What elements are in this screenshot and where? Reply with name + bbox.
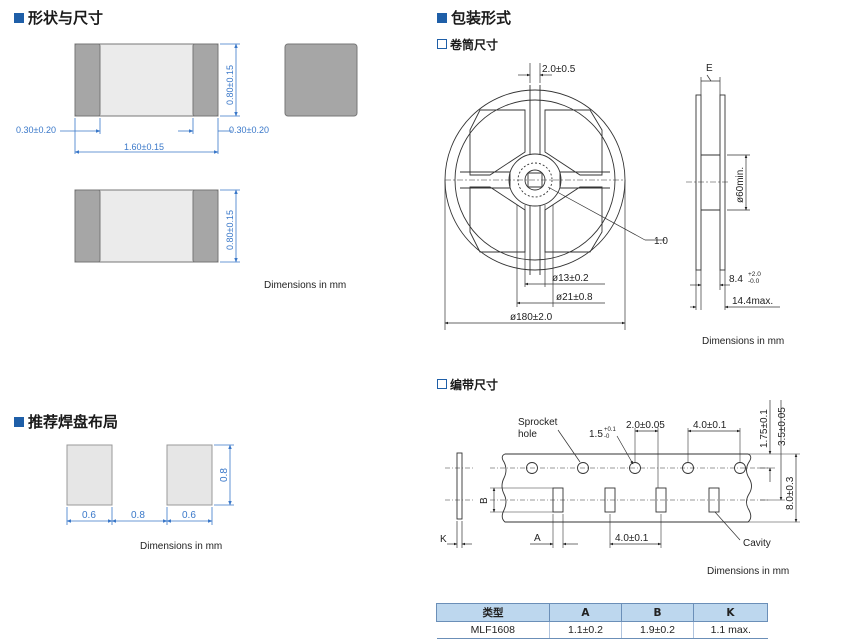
square-bullet-icon (14, 13, 24, 23)
shape-dim-note: Dimensions in mm (264, 280, 347, 291)
square-bullet-icon (437, 13, 447, 23)
land-pattern-drawing: 0.6 0.8 0.6 0.8 (66, 444, 234, 525)
pad-width-left-dim: 0.6 (82, 510, 96, 521)
callout-dim: 1.0 (654, 236, 668, 247)
chip-top-view (74, 43, 219, 117)
hole-dia-dim: 1.5 (589, 429, 603, 440)
cell-k: 1.1 max. (693, 621, 768, 639)
width-max-dim: 14.4max. (732, 296, 773, 307)
sprocket-holes (526, 462, 746, 474)
shape-section-title: 形状与尺寸 (14, 7, 103, 28)
hole-tol-plus: +0.1 (604, 427, 617, 433)
k-label: K (440, 534, 447, 545)
pitch-p0-dim: 4.0±0.1 (693, 420, 727, 431)
table-header-row: 类型 A B K (436, 603, 768, 622)
cell-b: 1.9±0.2 (621, 621, 694, 639)
header-k: K (693, 603, 768, 622)
pad-gap-dim: 0.8 (131, 510, 145, 521)
reel-drawing: 2.0±0.5 1.0 ø13±0.2 ø21±0.8 ø180±2.0 E ø… (444, 63, 780, 330)
tape-subtitle: 编带尺寸 (437, 376, 498, 393)
edge-dim: 1.75±0.1 (759, 409, 770, 448)
a-label: A (534, 533, 541, 544)
spec-table: 类型 A B K MLF1608 1.1±0.2 1.9±0.2 1.1 max… (436, 603, 768, 639)
height-dim-bottom: 0.80±0.15 (225, 210, 235, 250)
sprocket-label-line2: hole (518, 429, 537, 440)
hole-tol-minus: -0 (604, 434, 610, 440)
arbor-dim: ø13±0.2 (552, 273, 589, 284)
width-tol-minus: -0.0 (748, 278, 760, 285)
square-bullet-icon (14, 417, 24, 427)
land-dim-note: Dimensions in mm (140, 541, 223, 552)
pitch-p1-dim: 4.0±0.1 (615, 533, 649, 544)
land-section-title: 推荐焊盘布局 (14, 411, 118, 432)
tape-dim-note: Dimensions in mm (707, 566, 790, 577)
box-bullet-icon (437, 39, 447, 49)
chip-bottom-view (74, 189, 219, 263)
pad-width-right-dim: 0.6 (182, 510, 196, 521)
cell-a: 1.1±0.2 (549, 621, 622, 639)
pad-left (66, 444, 113, 506)
flange-inner-dim: ø21±0.8 (556, 292, 593, 303)
diameter-dim: ø180±2.0 (510, 312, 553, 323)
hub-dim: ø60min. (735, 167, 746, 203)
sprocket-label-line1: Sprocket (518, 417, 558, 428)
tape-cavities (552, 487, 720, 513)
table-row: MLF1608 1.1±0.2 1.9±0.2 1.1 max. (436, 621, 768, 639)
height-dim-top: 0.80±0.15 (225, 65, 235, 105)
width-main-dim: 8.4 (729, 274, 743, 285)
box-bullet-icon (437, 379, 447, 389)
slot-dim: 2.0±0.5 (542, 64, 576, 75)
header-a: A (549, 603, 622, 622)
shape-drawing: 0.80±0.15 0.30±0.20 0.30±0.20 1.60±0.15 … (16, 43, 358, 263)
e-label: E (706, 63, 713, 74)
pad-height-dim: 0.8 (219, 468, 230, 482)
header-b: B (621, 603, 694, 622)
width-dim: 8.0±0.3 (785, 476, 796, 510)
length-dim: 1.60±0.15 (124, 142, 164, 152)
reel-side-view (686, 94, 730, 271)
tape-drawing: K B A 4.0±0.1 Cavity Sprocket hole 1.5 (440, 400, 800, 549)
pitch-p2-dim: 2.0±0.05 (626, 420, 665, 431)
center-dim: 3.5±0.05 (777, 407, 788, 446)
reel-front-view (444, 85, 626, 275)
left-terminal-dim: 0.30±0.20 (16, 125, 56, 135)
header-type: 类型 (436, 603, 550, 622)
cavity-label: Cavity (743, 538, 771, 549)
reel-subtitle: 卷筒尺寸 (437, 36, 498, 53)
width-tol-plus: +2.0 (748, 271, 761, 278)
pad-right (166, 444, 213, 506)
chip-end-view (284, 43, 358, 117)
cell-type: MLF1608 (436, 621, 550, 639)
b-label: B (479, 497, 490, 504)
package-section-title: 包装形式 (437, 7, 511, 28)
right-terminal-dim: 0.30±0.20 (229, 125, 269, 135)
tape-cross-section (445, 452, 475, 520)
reel-dim-note: Dimensions in mm (702, 336, 785, 347)
